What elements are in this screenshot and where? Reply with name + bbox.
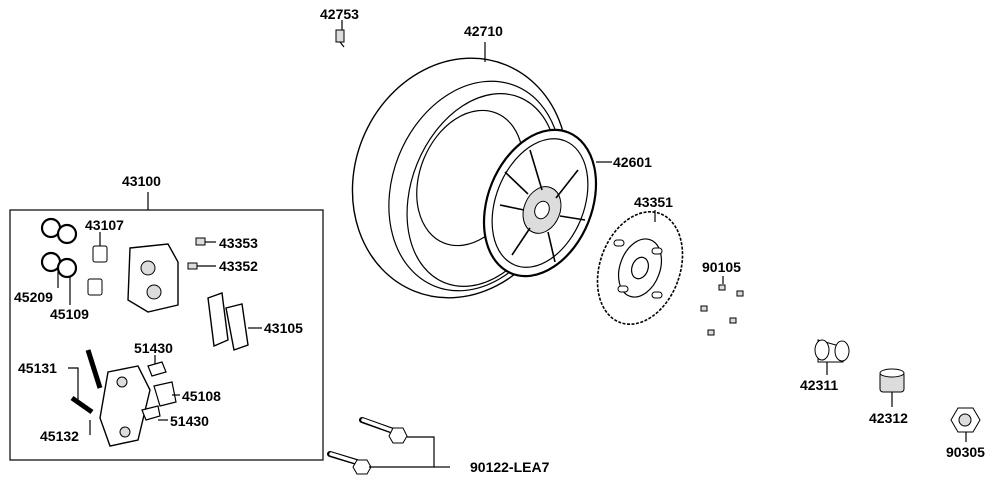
label-caliper-bolt: 45131 (18, 360, 57, 376)
axle-nut-drawing (950, 407, 981, 433)
brake-pads-drawing (207, 292, 249, 351)
caliper-pistons (87, 245, 108, 296)
caliper-seal-rings (40, 217, 78, 279)
wheel-rim-drawing (482, 128, 598, 278)
axle-bolts-drawing (327, 417, 408, 475)
label-disc-bolts: 90105 (702, 259, 741, 275)
leader-90122-LEA7 (369, 436, 435, 468)
caliper-body-drawing (127, 243, 179, 313)
label-pad-clip: 45108 (182, 388, 221, 404)
label-wheel-rim: 42601 (613, 154, 652, 170)
caliper-bracket-drawing (99, 365, 151, 447)
label-axle-nut: 90305 (946, 444, 985, 460)
label-bleeder-cap: 43353 (219, 235, 258, 251)
label-collar-spacer: 42312 (869, 410, 908, 426)
label-piston-seal-a: 45209 (14, 289, 53, 305)
label-bleeder-screw: 43352 (219, 258, 258, 274)
leader-45131 (68, 367, 79, 405)
label-piston-seal-b: 45109 (50, 306, 89, 322)
label-axle-collar: 42311 (800, 377, 839, 393)
caliper-bolt-pin (70, 349, 103, 415)
label-tire: 42710 (464, 23, 503, 39)
label-caliper-seal: 43107 (85, 217, 124, 233)
axle-collar-drawing (814, 339, 850, 363)
label-pad-spring-top: 51430 (134, 340, 173, 356)
label-caliper-assy: 43100 (122, 173, 161, 189)
label-brake-disc: 43351 (634, 194, 673, 210)
pad-springs-drawing (141, 361, 177, 421)
collar-spacer-drawing (879, 368, 905, 393)
caliper-assembly-frame (9, 209, 324, 461)
bleeder-parts (187, 237, 206, 270)
label-axle-bolts: 90122-LEA7 (470, 459, 550, 475)
label-caliper-pin: 45132 (40, 428, 79, 444)
label-pad-spring-bottom: 51430 (170, 413, 209, 429)
disc-bolts-drawing (700, 284, 744, 336)
label-valve-stem: 42753 (320, 6, 359, 22)
valve-stem-drawing (335, 29, 345, 48)
label-brake-pads: 43105 (264, 320, 303, 336)
brake-disc-drawing (596, 211, 684, 325)
